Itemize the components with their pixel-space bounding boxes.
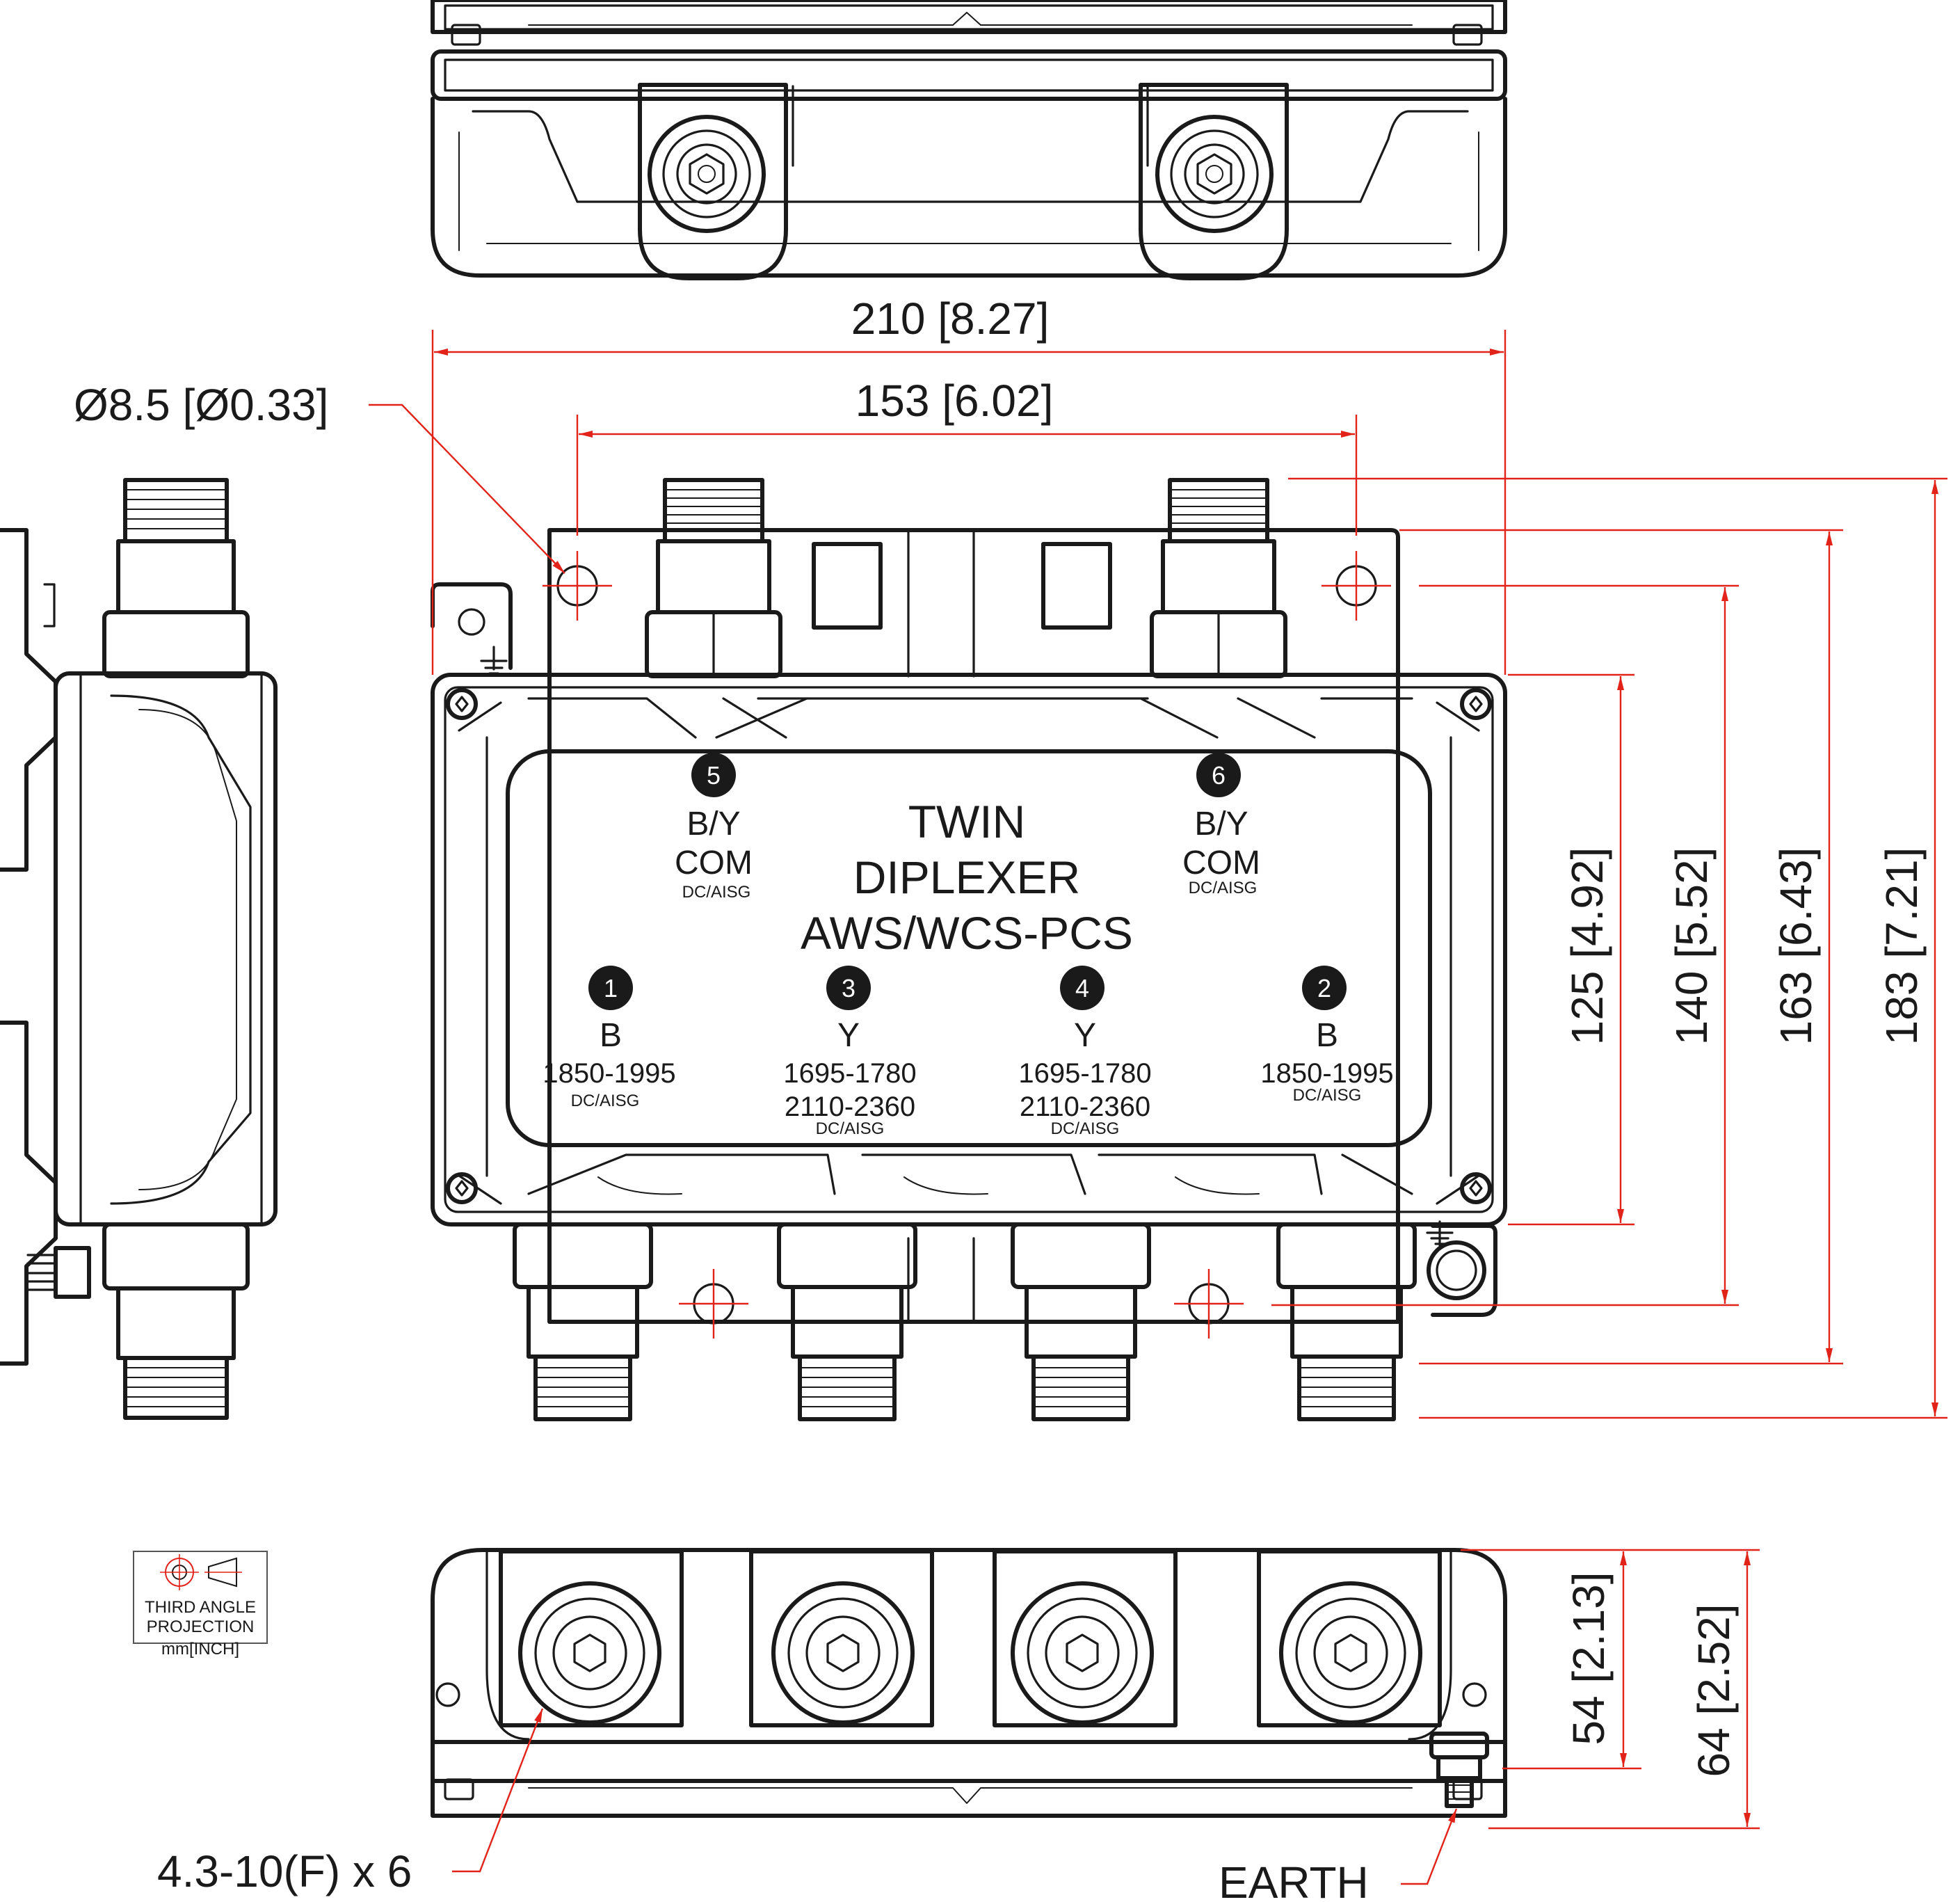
callout-earth: EARTH: [1219, 1857, 1369, 1902]
svg-text:1850-1995: 1850-1995: [1260, 1058, 1393, 1089]
title-line-1: TWIN: [908, 796, 1026, 847]
dim-depth-54: 54 [2.13]: [1564, 1572, 1614, 1745]
svg-text:COM: COM: [1182, 845, 1260, 881]
dim-width-210: 210 [8.27]: [851, 294, 1050, 344]
dimension-lines: [369, 330, 1947, 1885]
dim-hole-diameter: Ø8.5 [Ø0.33]: [74, 380, 328, 430]
svg-text:DC/AISG: DC/AISG: [682, 883, 751, 902]
svg-text:1695-1780: 1695-1780: [783, 1058, 916, 1089]
dim-height-125: 125 [4.92]: [1562, 847, 1612, 1046]
title-line-3: AWS/WCS-PCS: [801, 907, 1133, 959]
dim-height-183: 183 [7.21]: [1877, 847, 1927, 1046]
svg-text:B: B: [1316, 1017, 1338, 1054]
svg-text:1850-1995: 1850-1995: [543, 1058, 675, 1089]
bottom-connector-2: [1257, 1549, 1442, 1727]
dim-depth-64: 64 [2.52]: [1689, 1604, 1739, 1777]
svg-text:2110-2360: 2110-2360: [785, 1092, 915, 1122]
top-connector-right: [1139, 83, 1289, 280]
svg-text:DC/AISG: DC/AISG: [1293, 1086, 1362, 1105]
earth-terminal: [1429, 1732, 1489, 1808]
top-view: [431, 0, 1507, 280]
dim-width-153: 153 [6.02]: [856, 376, 1054, 426]
bottom-connector-1: [499, 1549, 684, 1727]
port-3-label: 3 Y 1695-1780 2110-2360 DC/AISG: [783, 966, 917, 1138]
svg-text:1695-1780: 1695-1780: [1018, 1058, 1151, 1089]
svg-text:B/Y: B/Y: [1194, 806, 1248, 842]
svg-text:5: 5: [707, 761, 721, 790]
svg-text:1: 1: [604, 974, 618, 1002]
svg-text:B: B: [600, 1017, 622, 1054]
svg-text:Y: Y: [1074, 1017, 1096, 1054]
svg-text:DC/AISG: DC/AISG: [816, 1119, 885, 1138]
side-view: [0, 478, 278, 1420]
svg-text:6: 6: [1212, 761, 1226, 790]
port-2-label: 2 B 1850-1995 DC/AISG: [1260, 966, 1394, 1105]
port-4-label: 4 Y 1695-1780 2110-2360 DC/AISG: [1018, 966, 1152, 1138]
svg-text:Y: Y: [837, 1017, 860, 1054]
bottom-connector-3: [749, 1549, 934, 1727]
callout-connectors: 4.3-10(F) x 6: [157, 1846, 412, 1896]
corner-screws: [446, 688, 1492, 1204]
front-top-connector-5: [645, 478, 782, 678]
dim-height-163: 163 [6.43]: [1771, 847, 1821, 1046]
projection-line-1: THIRD ANGLE: [145, 1598, 256, 1617]
port-5-label: 5 B/Y COM DC/AISG: [675, 753, 753, 902]
front-top-connector-6: [1150, 478, 1287, 678]
projection-symbol: THIRD ANGLE PROJECTION mm[INCH]: [133, 1551, 268, 1659]
svg-text:2110-2360: 2110-2360: [1020, 1092, 1150, 1122]
dim-height-140: 140 [5.52]: [1666, 847, 1717, 1046]
bottom-view: [431, 1548, 1507, 1818]
projection-units: mm[INCH]: [161, 1640, 239, 1659]
svg-text:DC/AISG: DC/AISG: [1189, 879, 1258, 897]
svg-text:COM: COM: [675, 845, 753, 881]
projection-line-2: PROJECTION: [147, 1617, 255, 1636]
title-line-2: DIPLEXER: [853, 852, 1080, 903]
svg-text:2: 2: [1317, 974, 1331, 1002]
port-6-label: 6 B/Y COM DC/AISG: [1182, 753, 1260, 897]
front-view: TWIN DIPLEXER AWS/WCS-PCS 5 B/Y COM DC/A…: [431, 478, 1507, 1421]
svg-text:4: 4: [1075, 974, 1089, 1002]
svg-text:3: 3: [842, 974, 856, 1002]
top-connector-left: [638, 83, 788, 280]
svg-text:DC/AISG: DC/AISG: [1051, 1119, 1120, 1138]
port-1-label: 1 B 1850-1995 DC/AISG: [543, 966, 676, 1110]
front-bottom-connectors: [513, 1222, 1417, 1421]
svg-text:DC/AISG: DC/AISG: [571, 1092, 640, 1110]
bottom-connector-4: [993, 1549, 1178, 1727]
svg-text:B/Y: B/Y: [686, 806, 740, 842]
